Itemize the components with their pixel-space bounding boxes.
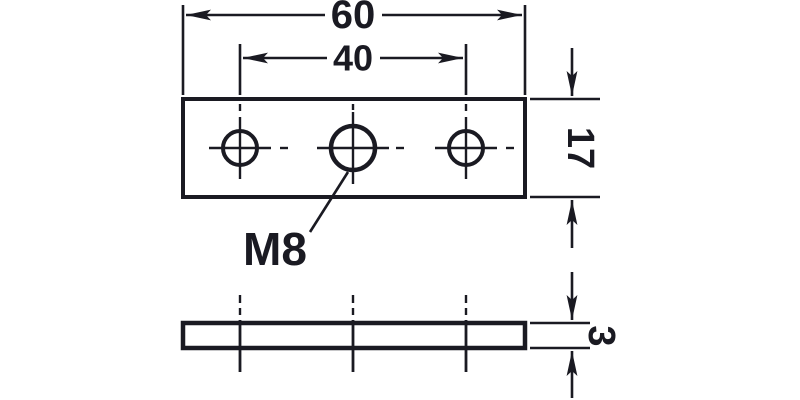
overall-length-dimension: 60 bbox=[181, 0, 527, 95]
plate-thickness-dimension: 3 bbox=[530, 272, 622, 398]
hole-right bbox=[435, 104, 514, 179]
side-view-centerlines bbox=[238, 295, 468, 372]
hole-spacing-dimension: 40 bbox=[238, 38, 468, 95]
side-view-outline bbox=[180, 320, 528, 351]
dim-40-label: 40 bbox=[333, 38, 373, 79]
dim-60-label: 60 bbox=[331, 0, 376, 37]
plate-width-dimension: 17 bbox=[530, 48, 601, 248]
plate-side-view bbox=[180, 295, 528, 372]
hole-left bbox=[209, 104, 288, 179]
plate-front-view bbox=[181, 97, 527, 199]
thread-size-callout: M8 bbox=[243, 171, 350, 275]
dim-17-label: 17 bbox=[559, 127, 601, 169]
hole-center bbox=[317, 104, 404, 184]
m8-label: M8 bbox=[243, 223, 307, 275]
dim-3-label: 3 bbox=[580, 325, 622, 346]
m8-leader-line bbox=[308, 171, 350, 233]
